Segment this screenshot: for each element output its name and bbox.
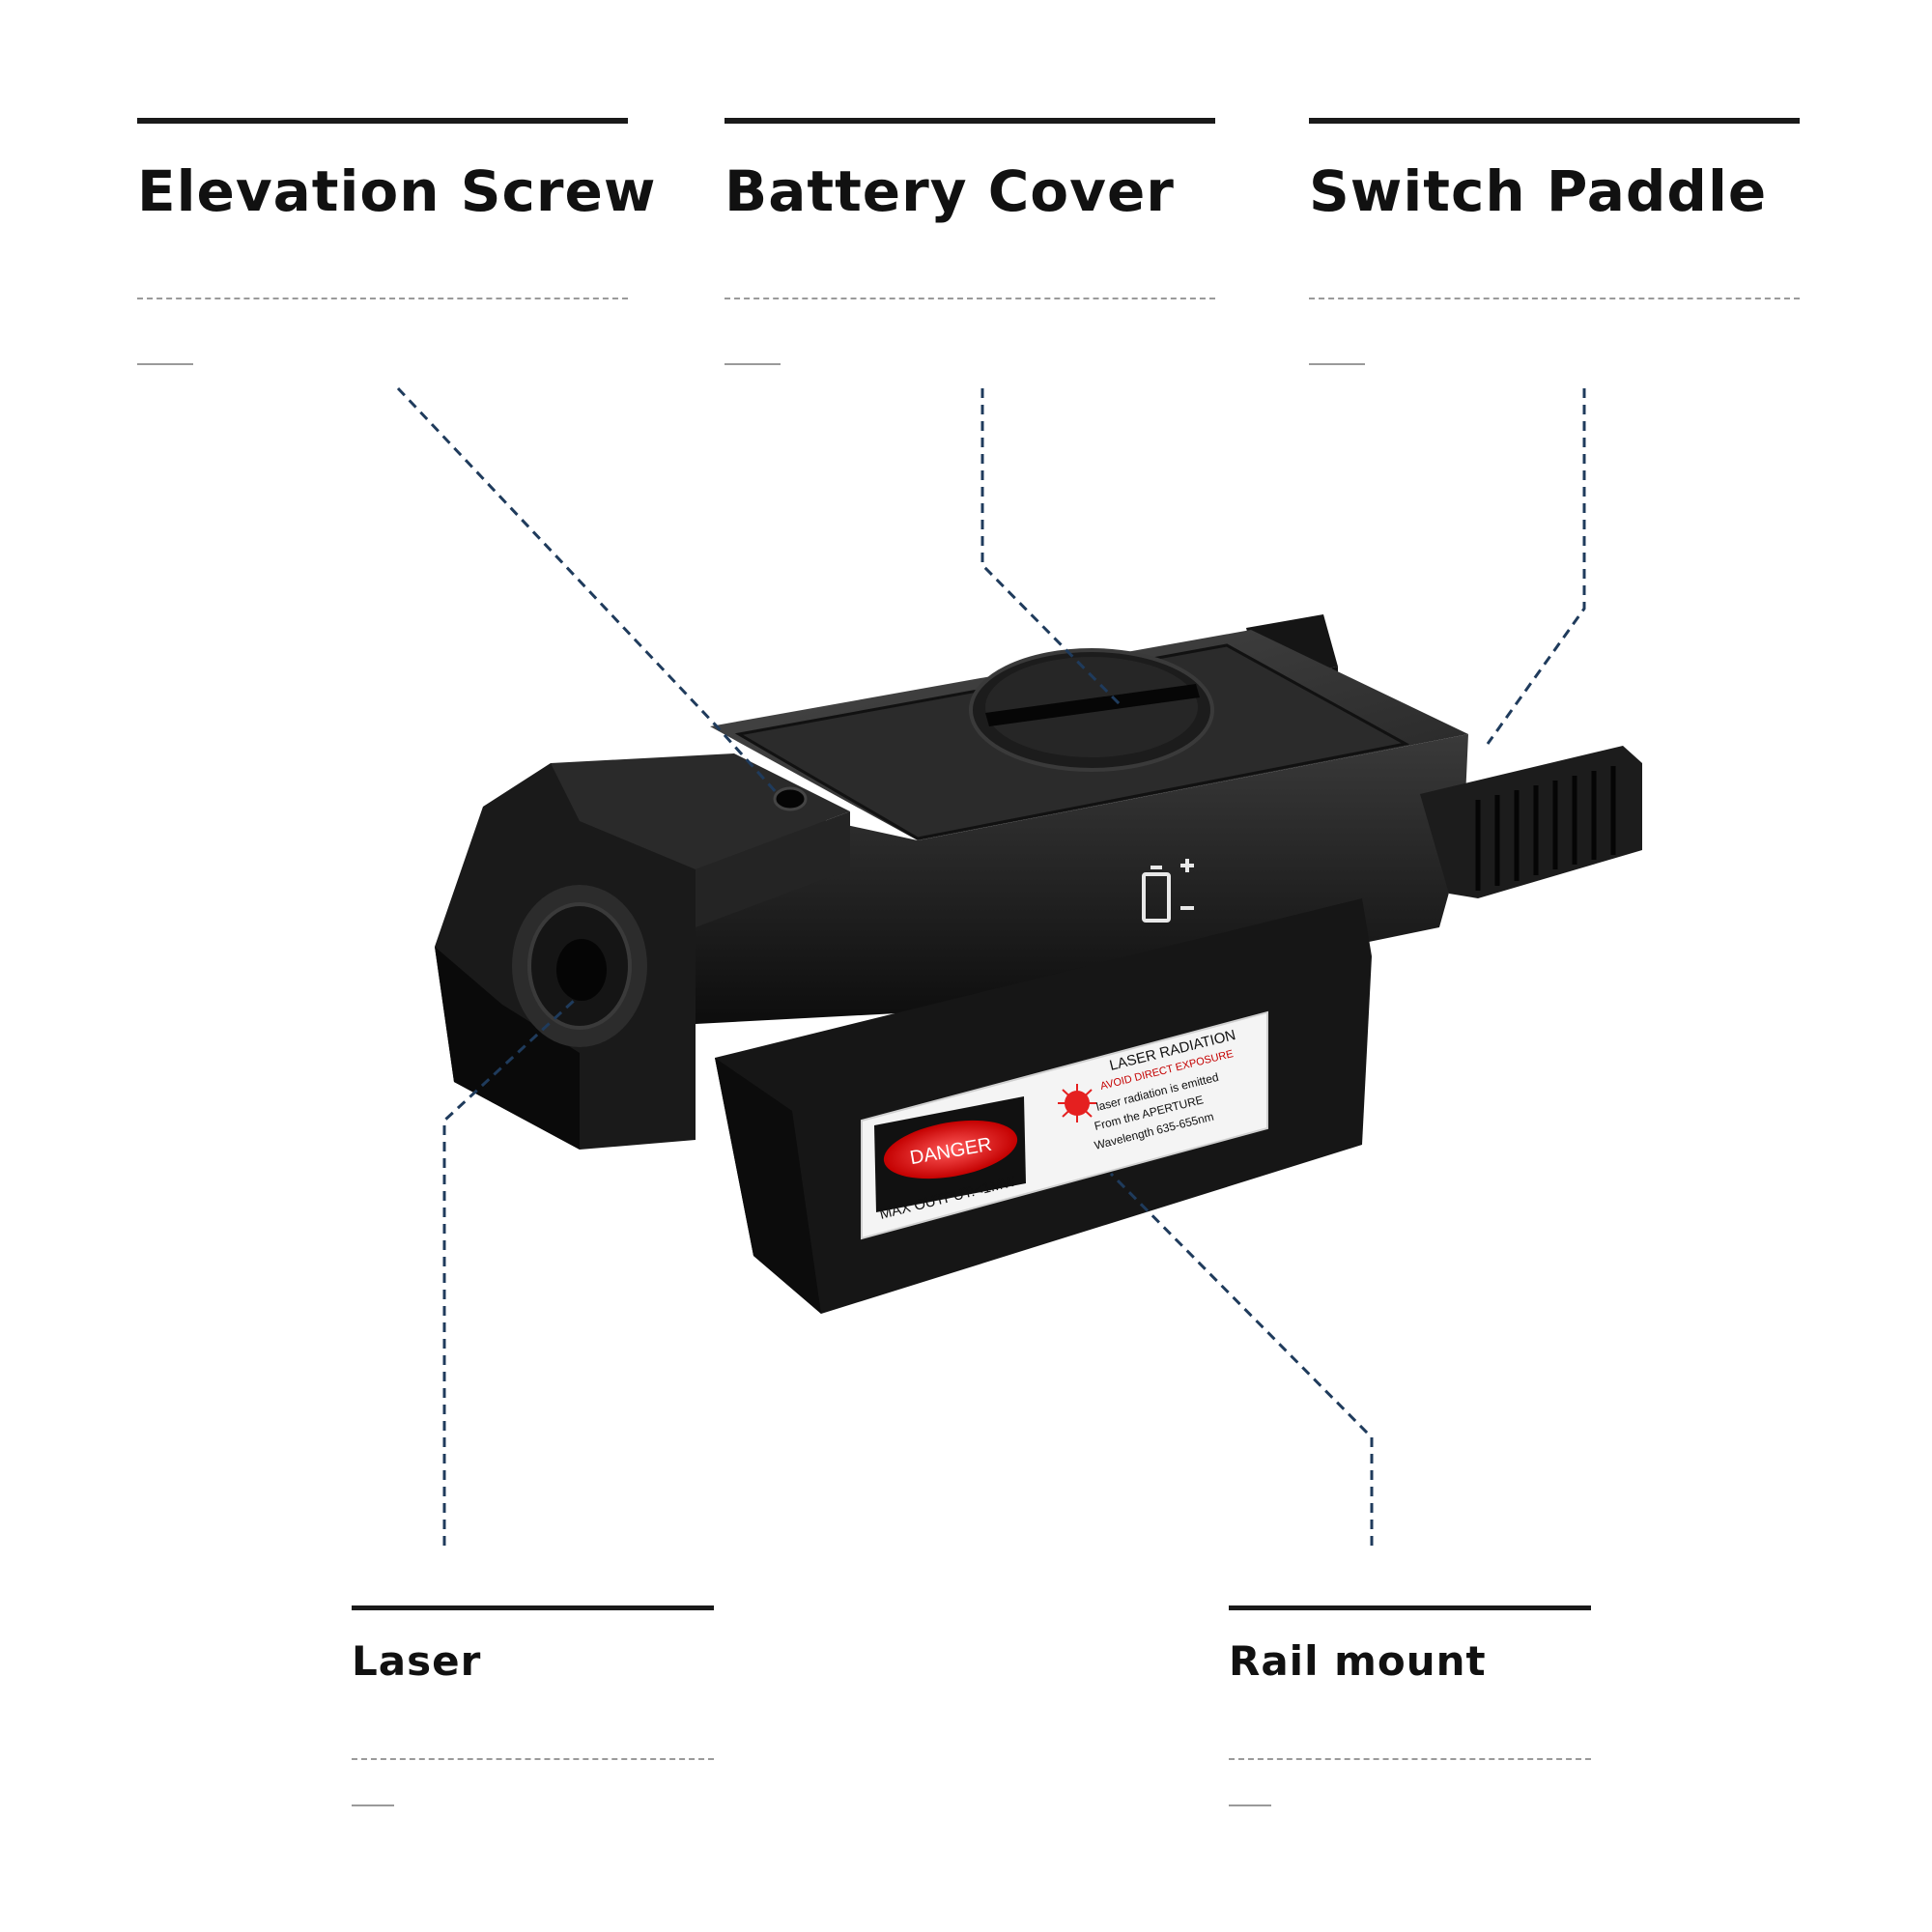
callout-placeholder-stub bbox=[1229, 1804, 1271, 1806]
callout-placeholder-line bbox=[1309, 298, 1800, 299]
leader-line-rail-mount bbox=[1109, 1172, 1374, 1546]
callout-laser: Laser bbox=[352, 1605, 714, 1806]
callout-placeholder-line bbox=[137, 298, 628, 299]
callout-placeholder-stub bbox=[137, 363, 193, 365]
battery-icon bbox=[1142, 859, 1194, 923]
callout-title-battery-cover: Battery Cover bbox=[724, 158, 1175, 224]
callout-placeholder-stub bbox=[1309, 363, 1365, 365]
callout-rail-mount: Rail mount bbox=[1229, 1605, 1591, 1806]
callout-switch-paddle: Switch Paddle bbox=[1309, 118, 1800, 365]
callout-elevation-screw: Elevation Screw bbox=[137, 118, 657, 365]
callout-title-switch-paddle: Switch Paddle bbox=[1309, 158, 1768, 224]
leader-line-battery-cover bbox=[980, 388, 1122, 707]
leader-lines bbox=[396, 386, 1586, 1546]
warning-label: DANGER MAX OUTPUT:<1MW LASER RADIATION A… bbox=[861, 1010, 1268, 1240]
callout-placeholder-line bbox=[1229, 1758, 1591, 1760]
callout-placeholder-stub bbox=[724, 363, 781, 365]
danger-badge: DANGER bbox=[874, 1096, 1026, 1212]
battery-cover-icon bbox=[969, 648, 1214, 772]
callout-title-elevation-screw: Elevation Screw bbox=[137, 158, 657, 224]
leader-line-laser bbox=[442, 998, 577, 1546]
callout-placeholder-stub bbox=[352, 1804, 394, 1806]
callout-rule bbox=[1309, 118, 1800, 124]
callout-placeholder-line bbox=[352, 1758, 714, 1760]
switch-paddle-icon bbox=[1420, 746, 1642, 898]
callout-rule bbox=[352, 1605, 714, 1610]
callout-rule bbox=[1229, 1605, 1591, 1610]
laser-warning-icon bbox=[1058, 1084, 1096, 1122]
leader-line-switch-paddle bbox=[1486, 388, 1586, 745]
callout-placeholder-line bbox=[724, 298, 1215, 299]
laser-aperture-icon bbox=[512, 885, 647, 1047]
elevation-screw-icon bbox=[773, 786, 808, 811]
callout-title-laser: Laser bbox=[352, 1637, 482, 1685]
callout-rule bbox=[724, 118, 1215, 124]
callout-title-rail-mount: Rail mount bbox=[1229, 1637, 1487, 1685]
front-block bbox=[435, 753, 850, 1150]
leader-line-elevation-screw bbox=[396, 386, 780, 796]
callout-battery-cover: Battery Cover bbox=[724, 118, 1215, 365]
callout-rule bbox=[137, 118, 628, 124]
